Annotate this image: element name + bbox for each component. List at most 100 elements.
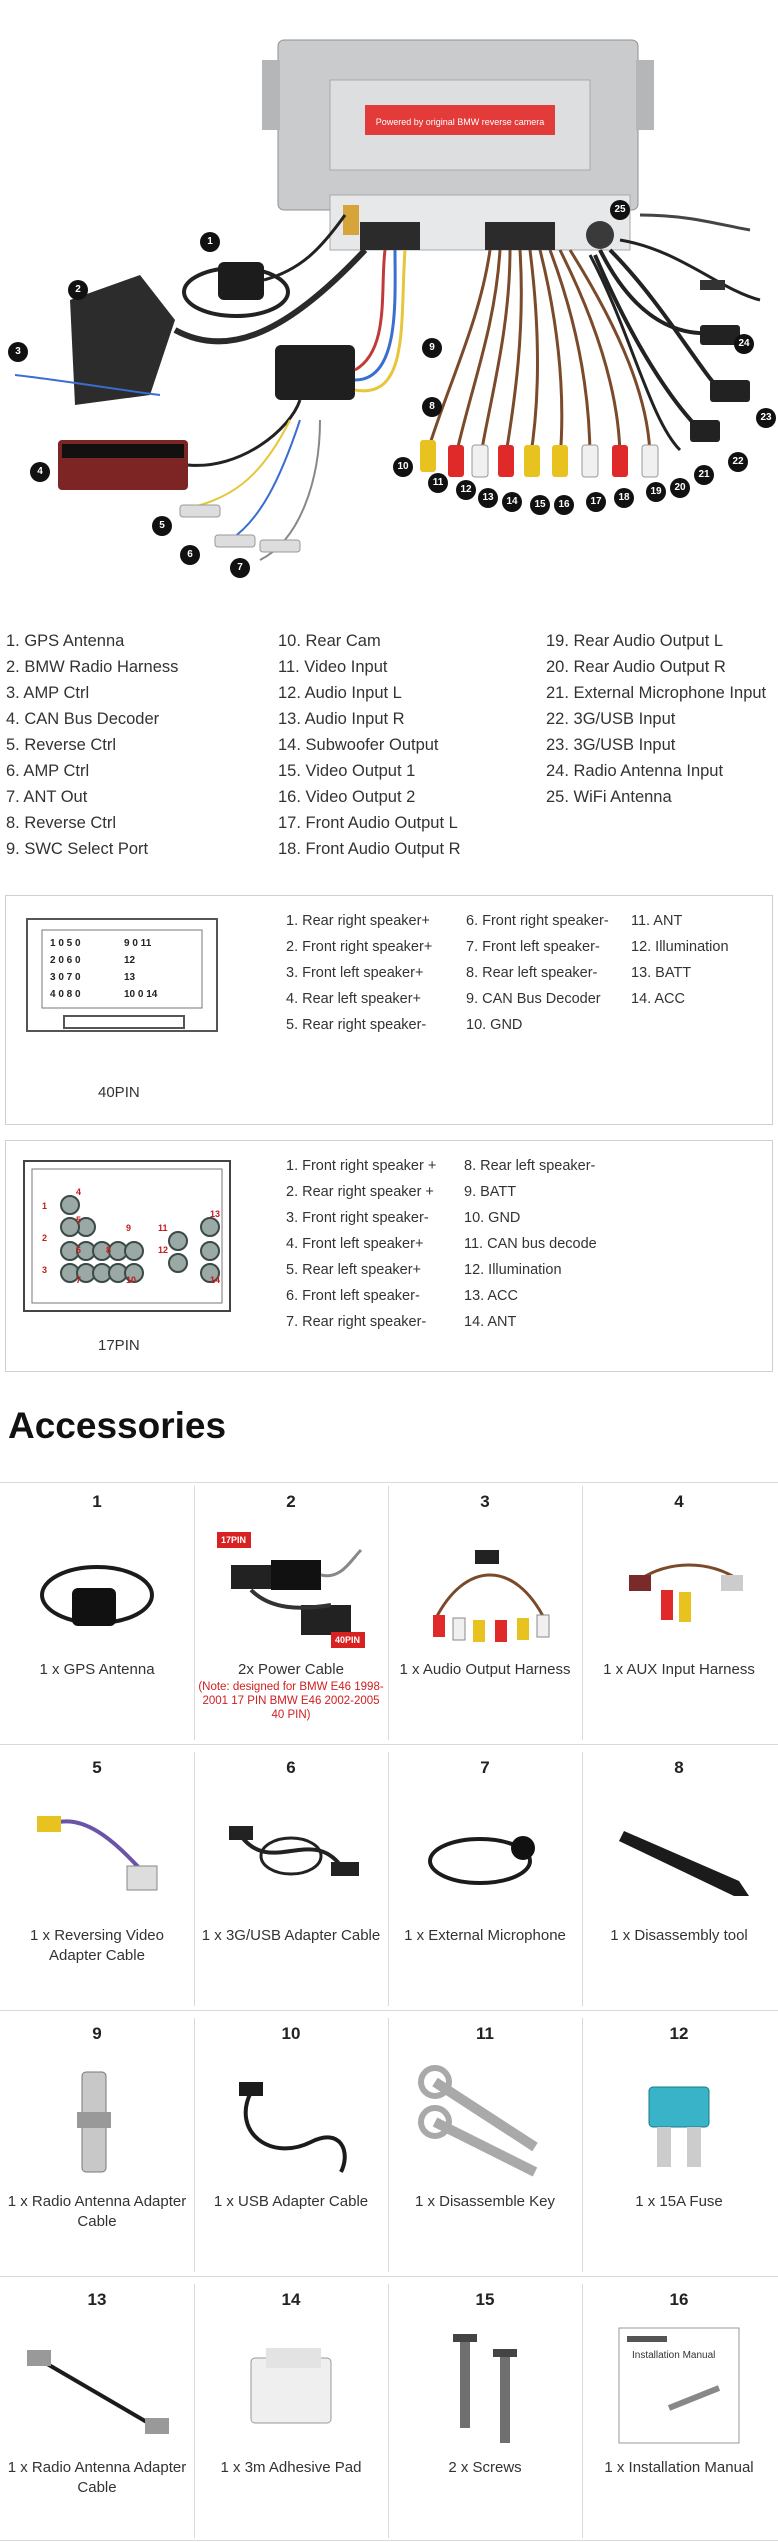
pin40-row-right: 9 0 11 (124, 938, 152, 949)
callout-17: 17 (586, 492, 606, 512)
pin-item: 2. Rear right speaker + (286, 1184, 434, 1200)
legend-item: 22. 3G/USB Input (546, 710, 676, 728)
pin-item: 7. Front left speaker- (466, 939, 600, 955)
legend-item: 25. WiFi Antenna (546, 788, 672, 806)
head-unit-illustration: Powered by original BMW reverse camera (14, 39, 761, 561)
accessory-number: 9 (92, 2024, 102, 2043)
product-connection-diagram: Powered by original BMW reverse camera (0, 0, 778, 600)
grid-divider (388, 2284, 389, 2538)
pin-item: 8. Rear left speaker- (466, 965, 598, 981)
pin17-socket (200, 1241, 220, 1261)
pin-item: 4. Front left speaker+ (286, 1236, 424, 1252)
pin-item: 6. Front right speaker- (466, 913, 609, 929)
grid-divider (582, 1752, 583, 2006)
pin-item: 3. Front right speaker- (286, 1210, 429, 1226)
accessory-caption: 2x Power Cable (238, 1661, 344, 1678)
pin17-label: 2 (42, 1233, 47, 1243)
accessory-caption: 1 x AUX Input Harness (603, 1661, 755, 1678)
pin40-row-right: 10 0 14 (124, 989, 158, 1000)
accessory-caption: 1 x USB Adapter Cable (213, 2193, 369, 2210)
accessory-number: 3 (480, 1492, 490, 1511)
fuse-icon (648, 2086, 710, 2167)
accessory-caption: 1 x GPS Antenna (39, 1661, 155, 1678)
legend-item: 7. ANT Out (6, 788, 88, 806)
accessory-caption: 1 x Installation Manual (604, 2459, 754, 2476)
accessory-item: 13 1 x Radio Antenna Adapter Cable (0, 2280, 194, 2538)
legend-item: 10. Rear Cam (278, 632, 381, 650)
callout-14: 14 (502, 492, 522, 512)
accessory-item: 3 1 x Audio Output Harness (388, 1482, 582, 1740)
pin40-row-left: 4 0 8 0 (50, 989, 81, 1000)
legend-item: 12. Audio Input L (278, 684, 402, 702)
callout-1: 1 (200, 232, 220, 252)
pin-item: 8. Rear left speaker- (464, 1158, 596, 1174)
accessory-caption: 2 x Screws (448, 2459, 522, 2476)
grid-divider (0, 2276, 778, 2277)
pin-item: 9. CAN Bus Decoder (466, 991, 601, 1007)
accessory-number: 13 (87, 2290, 107, 2309)
accessory-number: 1 (92, 1492, 102, 1511)
accessory-number: 4 (674, 1492, 684, 1511)
legend-item: 6. AMP Ctrl (6, 762, 90, 780)
accessory-number: 6 (286, 1758, 296, 1777)
pin-item: 4. Rear left speaker+ (286, 991, 422, 1007)
legend-item: 2. BMW Radio Harness (6, 658, 179, 676)
pin-item: 13. ACC (464, 1288, 518, 1304)
legend-item: 23. 3G/USB Input (546, 736, 676, 754)
grid-divider (582, 2018, 583, 2272)
accessory-caption: 1 x Audio Output Harness (399, 1661, 571, 1678)
accessory-number: 2 (286, 1492, 296, 1511)
pin-item: 1. Front right speaker + (286, 1158, 437, 1174)
pin17-label: 6 (76, 1245, 81, 1255)
callout-25: 25 (610, 200, 630, 220)
grid-divider (0, 2540, 778, 2541)
pin17-socket (168, 1231, 188, 1251)
pin-item: 14. ANT (464, 1314, 517, 1330)
accessory-caption: 1 x 3m Adhesive Pad (220, 2459, 362, 2476)
accessory-item: 1 1 x GPS Antenna (0, 1482, 194, 1740)
accessory-caption: 1 x Reversing Video Adapter Cable (30, 1927, 164, 1964)
pin17-label: 12 (158, 1245, 168, 1255)
callout-7: 7 (230, 558, 250, 578)
manual-icon (618, 2327, 740, 2444)
accessory-number: 11 (476, 2024, 494, 2043)
grid-divider (582, 1486, 583, 1740)
usb-adapter-cable-icon (229, 1826, 359, 1876)
accessory-item: 15 2 x Screws (388, 2280, 582, 2538)
pin-item: 12. Illumination (464, 1262, 562, 1278)
pin17-label: 3 (42, 1265, 47, 1275)
accessory-number: 15 (475, 2290, 495, 2309)
callout-2: 2 (68, 280, 88, 300)
pin40-row-left: 1 0 5 0 (50, 938, 81, 949)
accessory-caption: 1 x Radio Antenna Adapter Cable (7, 2459, 187, 2496)
pin17-socket (60, 1195, 80, 1215)
pin17-label: 9 (126, 1223, 131, 1233)
pin-item: 12. Illumination (631, 939, 729, 955)
pin17-label: 10 (126, 1275, 136, 1285)
pin-item: 2. Front right speaker+ (286, 939, 433, 955)
legend-item: 5. Reverse Ctrl (6, 736, 117, 754)
pin17-column-1: 1. Front right speaker + 2. Rear right sp… (286, 1153, 436, 1335)
pin-item: 9. BATT (464, 1184, 517, 1200)
pin40-caption: 40PIN (98, 1084, 140, 1101)
callout-24: 24 (734, 334, 754, 354)
legend-item: 18. Front Audio Output R (278, 840, 461, 858)
pin17-label: 11 (158, 1223, 168, 1233)
legend-item: 15. Video Output 1 (278, 762, 416, 780)
legend-item: 24. Radio Antenna Input (546, 762, 724, 780)
pin17-socket (200, 1263, 220, 1283)
pin17-socket (168, 1253, 188, 1273)
grid-divider (388, 1752, 389, 2006)
pin-item: 1. Rear right speaker+ (286, 913, 430, 929)
callout-22: 22 (728, 452, 748, 472)
